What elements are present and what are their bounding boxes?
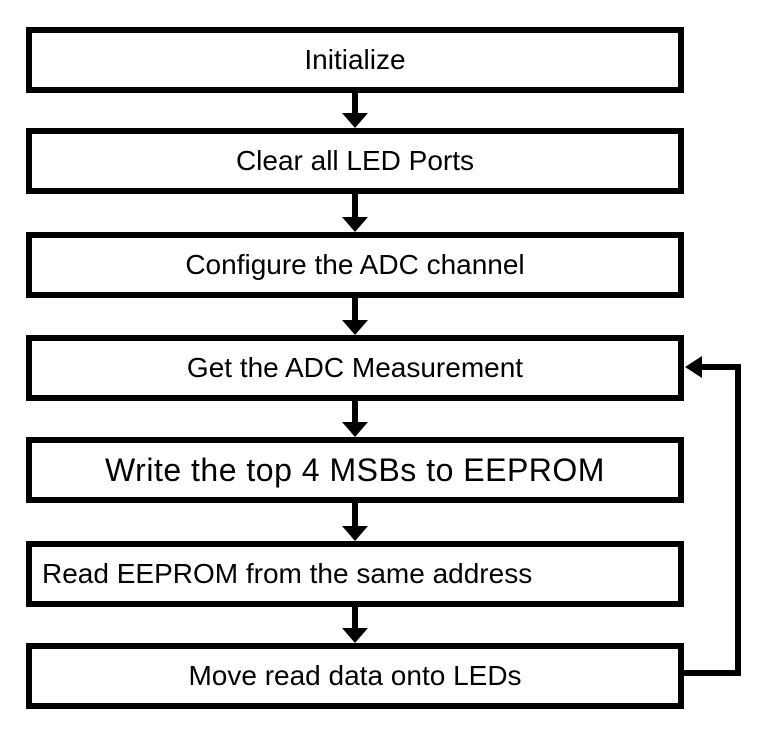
flow-box-label: Get the ADC Measurement xyxy=(186,352,524,383)
down-arrow-icon xyxy=(342,92,368,128)
down-arrow-icon xyxy=(342,297,368,335)
arrowhead-icon xyxy=(342,422,368,437)
flow-box-move-leds: Move read data onto LEDs xyxy=(26,643,684,709)
down-arrow-icon xyxy=(342,606,368,643)
down-arrow-icon xyxy=(342,400,368,437)
flow-box-get-adc: Get the ADC Measurement xyxy=(26,335,684,401)
flow-box-read-eeprom: Read EEPROM from the same address xyxy=(26,541,684,607)
arrow-stem xyxy=(352,193,358,217)
flow-box-label: Clear all LED Ports xyxy=(235,145,475,176)
arrowhead-icon xyxy=(342,526,368,541)
flow-box-label: Configure the ADC channel xyxy=(185,249,525,280)
arrowhead-icon xyxy=(342,113,368,128)
flow-box-initialize: Initialize xyxy=(26,27,684,93)
down-arrow-icon xyxy=(342,502,368,541)
arrow-stem xyxy=(352,297,358,320)
arrowhead-icon xyxy=(342,628,368,643)
arrow-stem xyxy=(352,400,358,422)
arrow-stem xyxy=(352,502,358,526)
arrowhead-icon xyxy=(342,320,368,335)
arrowhead-left-icon xyxy=(685,356,702,378)
arrowhead-icon xyxy=(342,217,368,232)
arrow-stem xyxy=(352,606,358,628)
flow-box-label: Read EEPROM from the same address xyxy=(42,558,533,589)
flow-box-label: Write the top 4 MSBs to EEPROM xyxy=(105,451,605,488)
down-arrow-icon xyxy=(342,193,368,232)
arrow-stem xyxy=(352,92,358,113)
flow-box-write-eeprom: Write the top 4 MSBs to EEPROM xyxy=(26,437,684,503)
flow-box-label: Initialize xyxy=(304,44,406,75)
flow-box-label: Move read data onto LEDs xyxy=(188,660,522,691)
flow-box-clear-led-ports: Clear all LED Ports xyxy=(26,128,684,194)
flow-box-configure-adc: Configure the ADC channel xyxy=(26,232,684,298)
